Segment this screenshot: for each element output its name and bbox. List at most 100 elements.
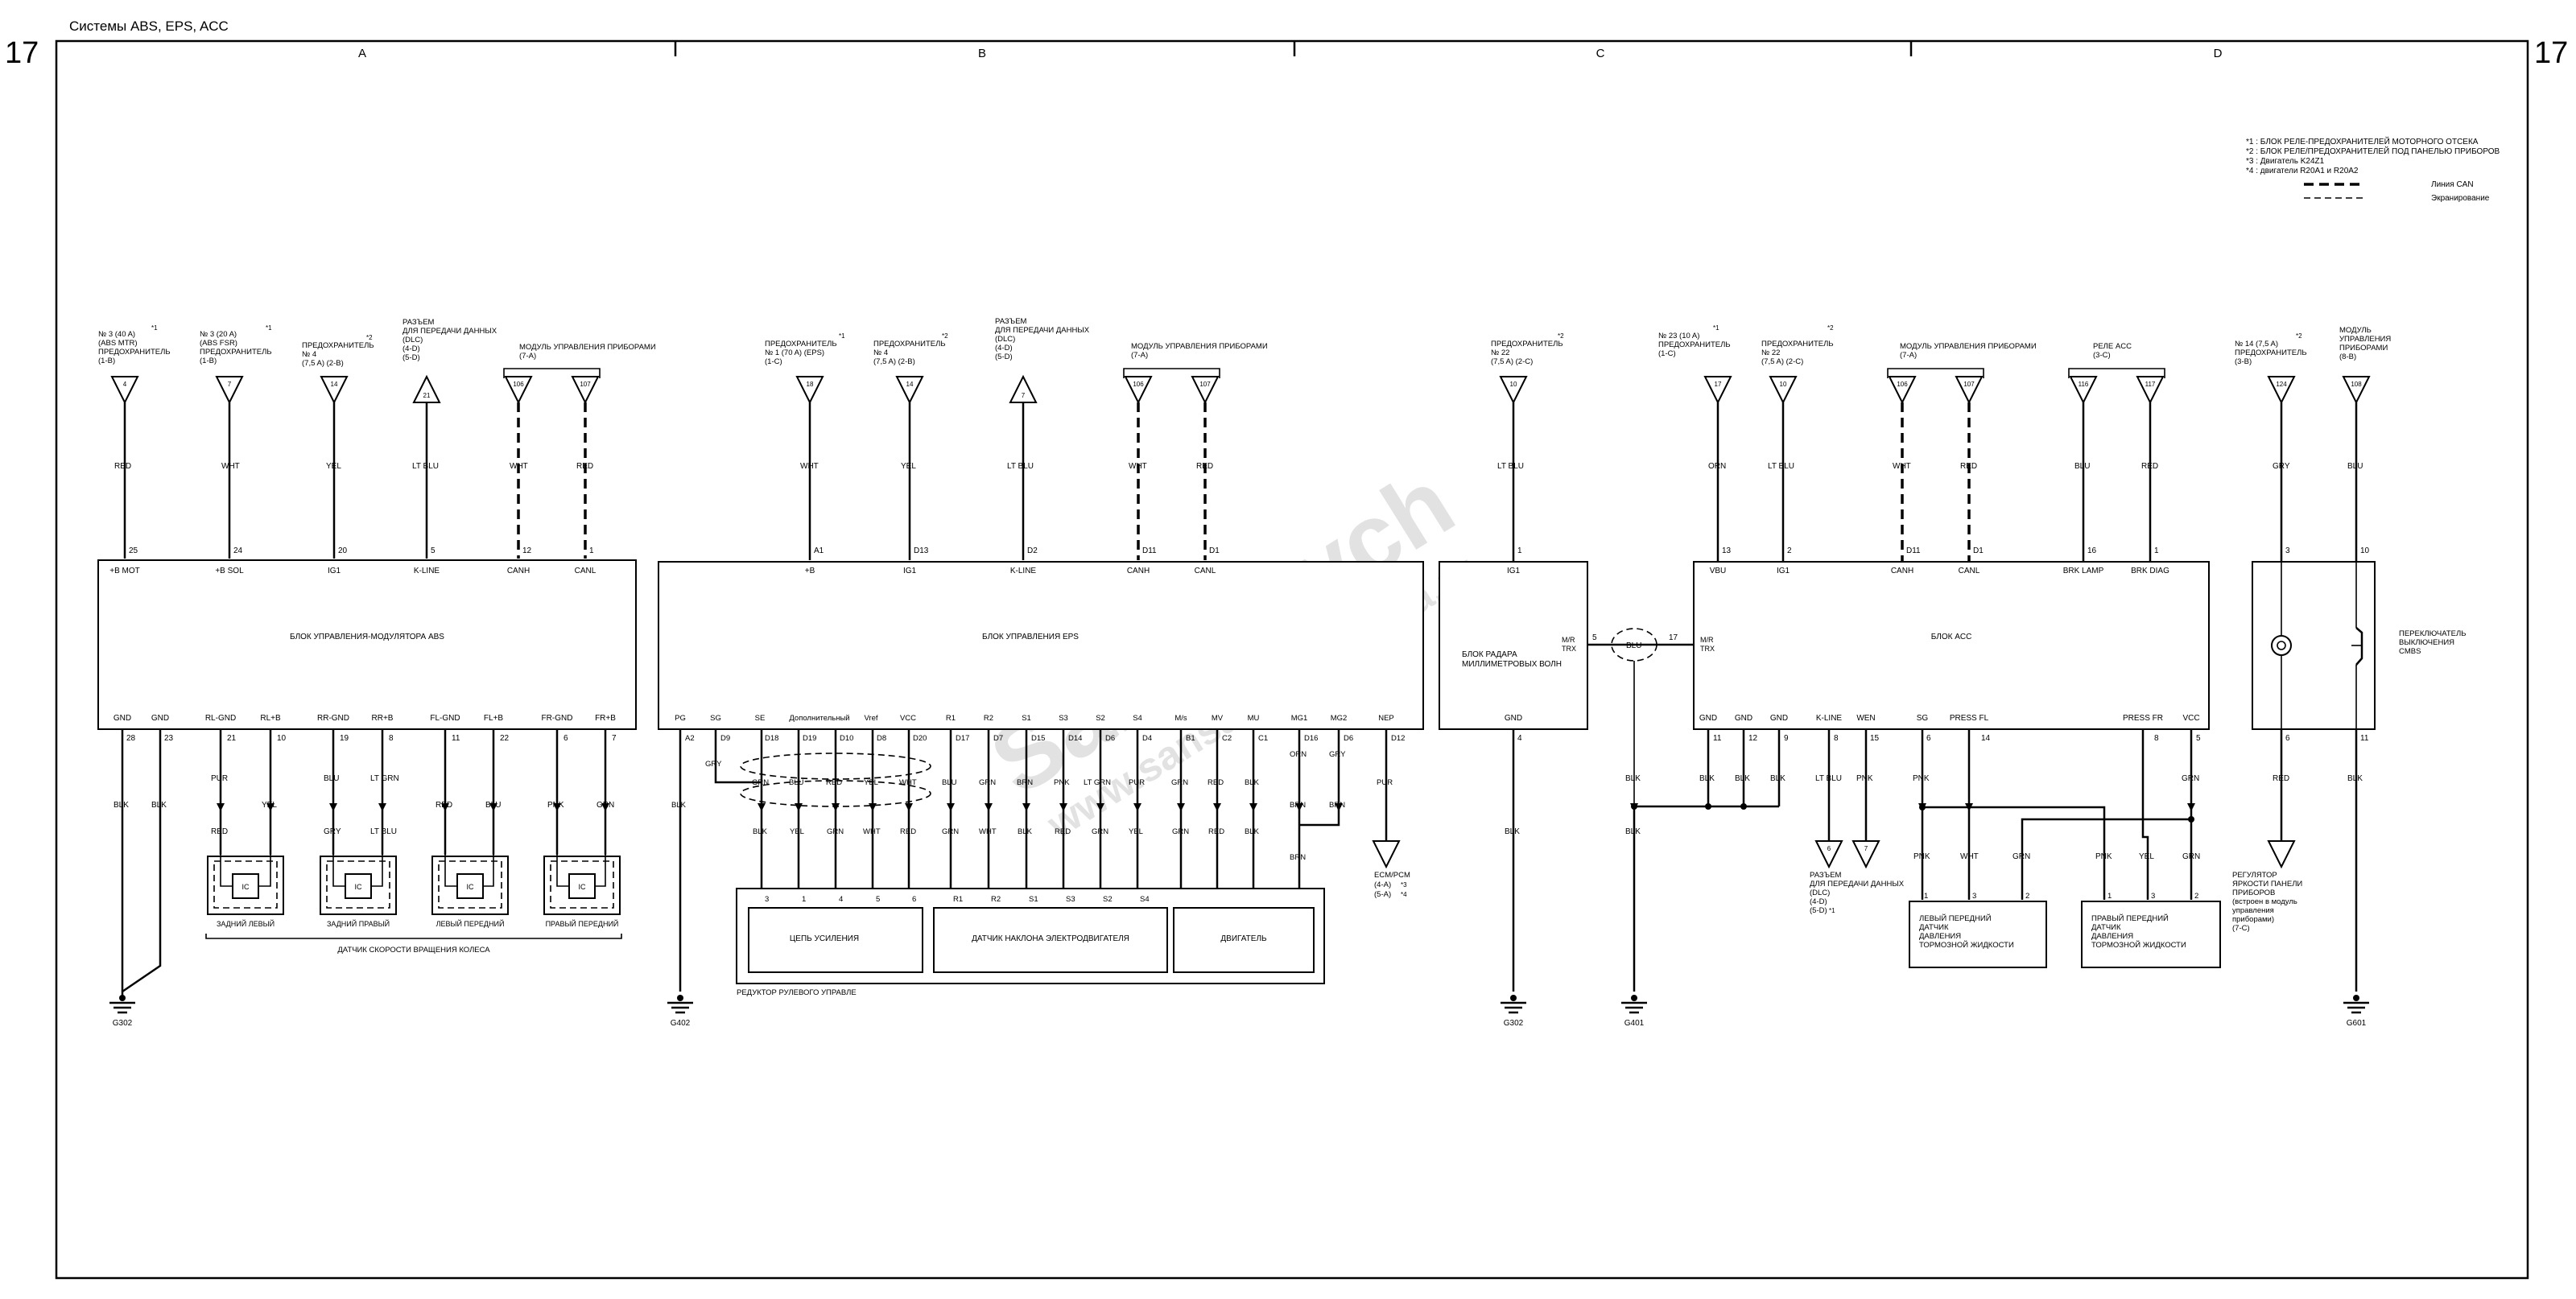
- svg-text:IC: IC: [579, 883, 587, 891]
- svg-text:LT BLU: LT BLU: [1768, 462, 1794, 471]
- svg-text:WHT: WHT: [1129, 462, 1147, 471]
- svg-text:RED: RED: [436, 801, 452, 810]
- svg-text:C1: C1: [1258, 734, 1268, 743]
- svg-text:10: 10: [277, 734, 287, 743]
- svg-text:D16: D16: [1304, 734, 1318, 743]
- cmbs-section: № 14 (7,5 A) ПРЕДОХРАНИТЕЛЬ (3-B) *2 МОД…: [2232, 326, 2466, 1028]
- eps-ground-wire: BLK: [671, 801, 687, 810]
- abs-top-wire-colors: RED WHT YEL LT BLU WHT RED: [114, 462, 593, 471]
- svg-text:C2: C2: [1222, 734, 1232, 743]
- svg-text:RED: RED: [1055, 827, 1071, 836]
- svg-text:IC: IC: [467, 883, 475, 891]
- svg-text:106: 106: [1897, 381, 1908, 388]
- svg-text:WHT: WHT: [510, 462, 528, 471]
- svg-text:5: 5: [876, 895, 880, 904]
- svg-text:CANL: CANL: [1195, 567, 1216, 575]
- svg-text:D20: D20: [913, 734, 927, 743]
- svg-text:(1-B): (1-B): [200, 357, 217, 365]
- svg-text:№ 1 (70 A) (EPS): № 1 (70 A) (EPS): [765, 348, 824, 357]
- page-number-left: 17: [5, 36, 39, 70]
- abs-ground: G302: [109, 992, 135, 1028]
- abs-sensor-names: ЗАДНИЙ ЛЕВЫЙ ЗАДНИЙ ПРАВЫЙ ЛЕВЫЙ ПЕРЕДНИ…: [217, 919, 618, 928]
- svg-text:*2: *2: [366, 334, 373, 341]
- svg-text:1: 1: [802, 895, 806, 904]
- svg-text:PNK: PNK: [2095, 852, 2112, 861]
- eps-lower-wire-colors: BLK YEL GRN WHT RED GRN WHT BLK RED GRN …: [753, 801, 1345, 836]
- svg-text:VBU: VBU: [1710, 567, 1727, 575]
- svg-text:D14: D14: [1068, 734, 1082, 743]
- svg-text:*1: *1: [151, 324, 158, 332]
- svg-text:IC: IC: [242, 883, 250, 891]
- abs-connector-triangles: 4 7 14 21 106 107: [110, 368, 601, 405]
- svg-text:+B MOT: +B MOT: [109, 567, 140, 575]
- svg-text:BRN: BRN: [1017, 778, 1033, 787]
- svg-text:ПРАВЫЙ ПЕРЕДНИЙ: ПРАВЫЙ ПЕРЕДНИЙ: [546, 919, 619, 928]
- svg-text:3: 3: [2151, 892, 2155, 901]
- svg-text:G402: G402: [671, 1019, 691, 1028]
- svg-text:BLU: BLU: [324, 774, 339, 783]
- abs-top-wires: [123, 402, 587, 559]
- svg-text:ЗАДНИЙ ЛЕВЫЙ: ЗАДНИЙ ЛЕВЫЙ: [217, 919, 275, 928]
- svg-text:ЗАДНИЙ ПРАВЫЙ: ЗАДНИЙ ПРАВЫЙ: [327, 919, 390, 928]
- svg-text:K-LINE: K-LINE: [1010, 567, 1037, 575]
- svg-text:D19: D19: [803, 734, 816, 743]
- cmbs-ground: G601: [2343, 995, 2369, 1028]
- svg-text:BLU: BLU: [2347, 462, 2363, 471]
- svg-text:LT BLU: LT BLU: [1815, 774, 1842, 783]
- svg-text:R1: R1: [953, 895, 963, 904]
- abs-source-3: ПРЕДОХРАНИТЕЛЬ № 4 (7,5 A) (2-B) *2: [302, 334, 374, 368]
- abs-source-1: № 3 (40 A) (ABS MTR) ПРЕДОХРАНИТЕЛЬ (1-B…: [98, 324, 171, 365]
- svg-text:124: 124: [2276, 381, 2287, 388]
- acc-ground-wire-1: BLK: [1625, 774, 1641, 783]
- svg-text:TRX: TRX: [1562, 645, 1576, 653]
- legend-can-line: Линия CAN: [2431, 180, 2474, 189]
- svg-text:BLK: BLK: [753, 827, 768, 836]
- svg-text:6: 6: [912, 895, 916, 904]
- svg-text:BLK: BLK: [2347, 774, 2363, 783]
- svg-text:4: 4: [1517, 734, 1522, 743]
- svg-text:1: 1: [1517, 546, 1522, 555]
- acc-source-gauge: МОДУЛЬ УПРАВЛЕНИЯ ПРИБОРАМИ (7-A): [1900, 342, 2037, 360]
- svg-text:1: 1: [2154, 546, 2159, 555]
- svg-text:PNK: PNK: [1913, 774, 1930, 783]
- svg-text:4: 4: [123, 381, 127, 388]
- svg-text:RED: RED: [211, 827, 228, 836]
- svg-text:MG1: MG1: [1291, 714, 1308, 723]
- svg-text:YEL: YEL: [790, 827, 804, 836]
- acc-ground: G401: [1621, 995, 1647, 1028]
- svg-text:GRN: GRN: [2013, 852, 2030, 861]
- svg-text:10: 10: [1780, 381, 1787, 388]
- svg-text:CMBS: CMBS: [2399, 647, 2421, 656]
- svg-text:GRN: GRN: [1092, 827, 1108, 836]
- svg-text:CANH: CANH: [1127, 567, 1150, 575]
- svg-text:ЛЕВЫЙ ПЕРЕДНИЙ: ЛЕВЫЙ ПЕРЕДНИЙ: [1919, 913, 1992, 923]
- svg-text:CANH: CANH: [1891, 567, 1913, 575]
- eps-module-name: БЛОК УПРАВЛЕНИЯ EPS: [982, 633, 1079, 641]
- eps-source-1: ПРЕДОХРАНИТЕЛЬ № 1 (70 A) (EPS) (1-C) *1: [765, 332, 845, 366]
- svg-text:УПРАВЛЕНИЯ: УПРАВЛЕНИЯ: [2339, 335, 2391, 344]
- svg-text:(7,5 A) (2-C): (7,5 A) (2-C): [1761, 357, 1803, 366]
- eps-tilt-sensor: [933, 907, 1168, 973]
- acc-module-box: [1693, 561, 2210, 730]
- abs-top-pins: 25 24 20 5 12 1: [129, 546, 594, 555]
- svg-text:*4: *4: [1401, 891, 1407, 898]
- svg-text:LT BLU: LT BLU: [370, 827, 397, 836]
- eps-gearbox-name: РЕДУКТОР РУЛЕВОГО УПРАВЛЕ: [737, 988, 857, 997]
- svg-text:LT BLU: LT BLU: [1497, 462, 1524, 471]
- svg-text:7: 7: [612, 734, 617, 743]
- svg-text:LT BLU: LT BLU: [1007, 462, 1034, 471]
- svg-text:R2: R2: [984, 714, 993, 723]
- svg-text:3: 3: [765, 895, 769, 904]
- svg-text:RED: RED: [1208, 778, 1224, 787]
- svg-text:ORN: ORN: [1290, 750, 1307, 759]
- svg-text:+B SOL: +B SOL: [215, 567, 244, 575]
- svg-text:G302: G302: [113, 1019, 133, 1028]
- svg-text:(7-A): (7-A): [519, 352, 536, 361]
- acc-left-sensor-label: ЛЕВЫЙ ПЕРЕДНИЙ ДАТЧИК ДАВЛЕНИЯ ТОРМОЗНОЙ…: [1919, 913, 2014, 950]
- svg-text:PNK: PNK: [1913, 852, 1930, 861]
- svg-text:FL+B: FL+B: [484, 714, 504, 723]
- svg-text:(3-B): (3-B): [2235, 357, 2252, 366]
- eps-inline-connectors: [758, 803, 1343, 811]
- svg-text:S2: S2: [1096, 714, 1105, 723]
- acc-dlc-triangle-b: [1852, 840, 1880, 869]
